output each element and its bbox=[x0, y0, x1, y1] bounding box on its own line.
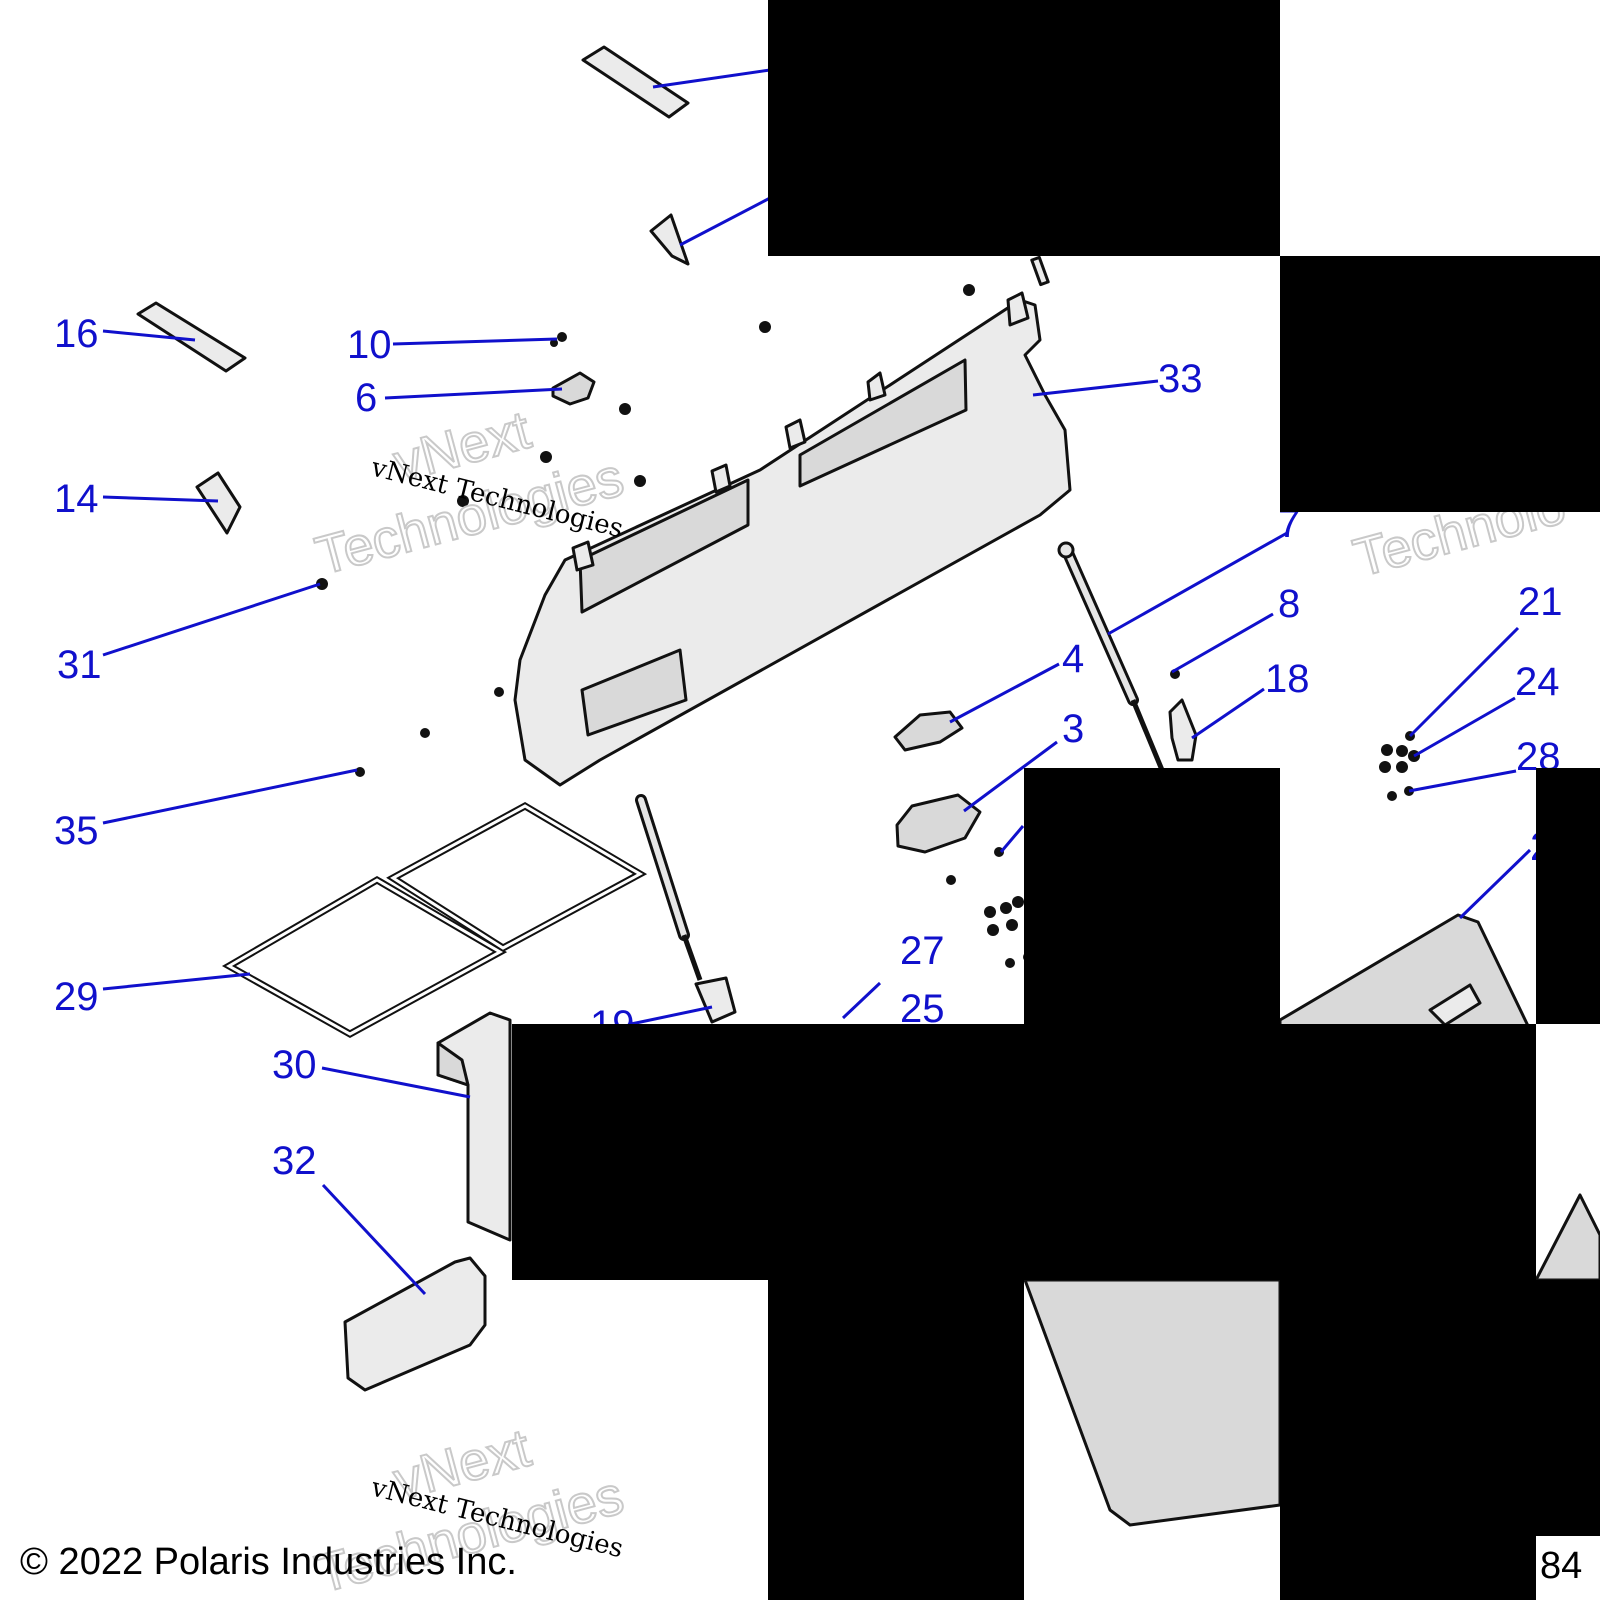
pin-part bbox=[1030, 255, 1050, 287]
latch-part-3 bbox=[895, 793, 982, 854]
callout-6: 6 bbox=[355, 376, 377, 420]
callout-29: 29 bbox=[54, 975, 99, 1019]
callout-8: 8 bbox=[1278, 582, 1300, 626]
redaction-blocks bbox=[512, 0, 1600, 1600]
decal-part-14 bbox=[195, 471, 242, 535]
gas-strut-19 bbox=[635, 794, 737, 1024]
decal-part-small-upper bbox=[649, 213, 690, 266]
gas-strut-7 bbox=[1057, 541, 1165, 771]
callout-4: 4 bbox=[1062, 637, 1084, 681]
copyright-text: © 2022 Polaris Industries Inc. bbox=[20, 1541, 517, 1583]
callout-31: 31 bbox=[57, 643, 102, 687]
callout-10: 10 bbox=[347, 323, 392, 367]
callout-25: 25 bbox=[900, 987, 945, 1031]
callout-30: 30 bbox=[272, 1043, 317, 1087]
callout-24: 24 bbox=[1515, 660, 1560, 704]
callout-35: 35 bbox=[54, 809, 99, 853]
callout-3: 3 bbox=[1062, 707, 1084, 751]
block-part-30 bbox=[436, 1011, 512, 1242]
seal-frame-29 bbox=[221, 801, 648, 1039]
callout-18: 18 bbox=[1265, 657, 1310, 701]
callout-21: 21 bbox=[1518, 580, 1563, 624]
hardware-fasteners bbox=[316, 284, 1420, 968]
page-reference: 84 bbox=[1540, 1545, 1582, 1587]
callout-16: 16 bbox=[54, 312, 99, 356]
decal-part-16 bbox=[136, 301, 247, 373]
decal-part-top bbox=[581, 45, 690, 119]
callout-32: 32 bbox=[272, 1139, 317, 1183]
storage-panel-33 bbox=[513, 291, 1072, 787]
callout-33: 33 bbox=[1158, 357, 1203, 401]
latch-part-6 bbox=[551, 371, 596, 406]
callout-labels: 16 10 6 14 31 35 29 30 32 33 7 8 4 18 3 … bbox=[54, 312, 1563, 1183]
block-part-32 bbox=[343, 1256, 487, 1392]
lid-part-2 bbox=[1023, 913, 1600, 1527]
callout-27: 27 bbox=[900, 929, 945, 973]
latch-striker-part-4 bbox=[893, 710, 964, 752]
callout-7: 7 bbox=[1278, 502, 1300, 546]
bracket-part-18 bbox=[1168, 698, 1198, 762]
callout-14: 14 bbox=[54, 477, 99, 521]
leader-lines bbox=[102, 68, 1532, 1296]
